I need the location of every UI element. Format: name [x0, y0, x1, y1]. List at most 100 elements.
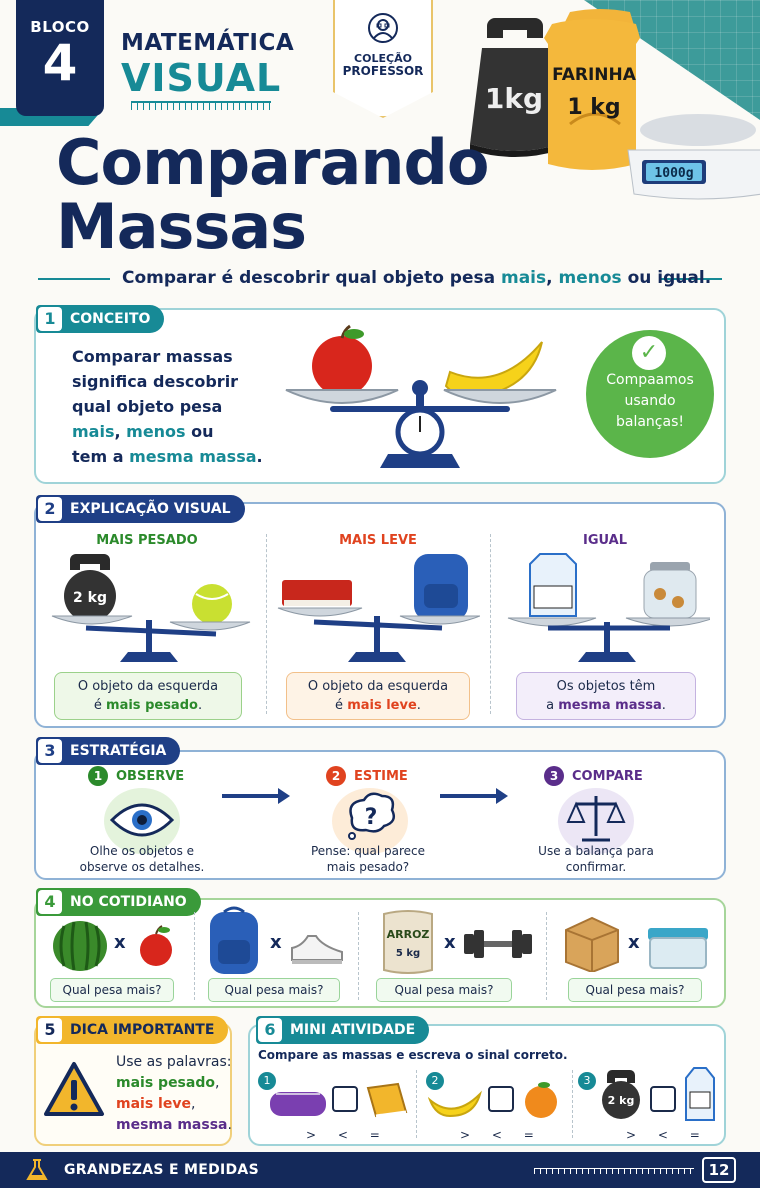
flask-icon — [26, 1159, 48, 1180]
eye-icon — [110, 803, 174, 837]
flour-weight: 1 kg — [567, 95, 620, 120]
balancas-bubble: ✓ Compaamos usando balanças! — [586, 330, 714, 458]
rice-label: ARROZ — [386, 928, 430, 941]
conceito-line3: qual objeto pesa — [72, 397, 223, 416]
backpack-icon — [210, 906, 258, 974]
balance-equal — [507, 553, 710, 662]
conceito-mais: mais — [72, 422, 115, 441]
caption-heavier-post: . — [197, 698, 203, 713]
section5-number: 5 — [38, 1018, 62, 1042]
caption-equal: Os objetos têm a mesma massa. — [516, 672, 696, 720]
dica-word1: mais pesado — [116, 1075, 215, 1091]
kettlebell-weight: 2 kg — [607, 1094, 635, 1107]
conceito-sep: , — [114, 422, 127, 441]
conceito-line1: Comparar massas — [72, 347, 233, 366]
question-pill: Qual pesa mais? — [50, 978, 174, 1002]
conceito-line2: significa descobrir — [72, 372, 239, 391]
col-heavier-head: MAIS PESADO — [96, 533, 198, 548]
section1-number: 1 — [38, 307, 62, 331]
banana-icon — [428, 1090, 482, 1118]
caption-heavier-line2: é mais pesado. — [55, 696, 241, 715]
sign-options-2: > < = — [460, 1128, 536, 1142]
bloco-number: 4 — [42, 34, 78, 92]
arrow-right-icon — [440, 788, 508, 804]
backpack-icon — [414, 554, 468, 620]
orange-icon — [525, 1082, 557, 1118]
caption-lighter-pre: é — [335, 698, 348, 713]
subtitle-text: Comparar é descobrir qual objeto pesa ma… — [122, 268, 711, 288]
divider — [194, 912, 195, 1000]
step1-number: 1 — [88, 766, 108, 786]
milk-carton-icon — [685, 1067, 715, 1121]
x-mark: x — [270, 932, 282, 953]
step2-number: 2 — [326, 766, 346, 786]
conceito-text: Comparar massas significa descobrir qual… — [72, 344, 263, 469]
section2-title: EXPLICAÇÃO VISUAL — [70, 501, 231, 517]
subtitle-arrow-right — [660, 278, 722, 280]
section5-tag: 5 DICA IMPORTANTE — [36, 1016, 229, 1044]
rice-weight: 5 kg — [395, 948, 421, 959]
caption-lighter-line2: é mais leve. — [287, 696, 469, 715]
section5-title: DICA IMPORTANTE — [70, 1022, 215, 1038]
x-mark: x — [628, 932, 640, 953]
banana-icon — [444, 341, 543, 398]
subtitle-pre: Comparar é descobrir qual objeto pesa — [122, 268, 501, 288]
question-pill: Qual pesa mais? — [376, 978, 512, 1002]
section4-title: NO COTIDIANO — [70, 894, 187, 910]
dica-word2: mais leve — [116, 1096, 191, 1112]
dica-line1: Use as palavras: — [116, 1054, 232, 1070]
caption-equal-pre: a — [546, 698, 559, 713]
footer: GRANDEZAS E MEDIDAS 12 — [0, 1152, 760, 1188]
caption-lighter: O objeto da esquerda é mais leve. — [286, 672, 470, 720]
divider — [572, 1070, 573, 1138]
header-illustration: 1kg FARINHA 1 kg 1000g — [470, 9, 760, 200]
dica-line2: mais pesado, — [116, 1073, 232, 1094]
item3-number: 3 — [578, 1072, 596, 1090]
conceito-tem: tem a — [72, 447, 130, 466]
divider — [546, 912, 547, 1000]
step2-line1: Pense: qual parece — [310, 844, 426, 858]
page-number: 12 — [702, 1157, 736, 1183]
answer-box-3[interactable] — [650, 1086, 676, 1112]
badge-line2: PROFESSOR — [342, 64, 424, 78]
section2-tag: 2 EXPLICAÇÃO VISUAL — [36, 495, 245, 523]
answer-box-1[interactable] — [332, 1086, 358, 1112]
step3-title: COMPARE — [572, 768, 643, 784]
section6-title: MINI ATIVIDADE — [290, 1022, 416, 1038]
kettlebell-2kg-icon — [602, 1070, 640, 1119]
apple-icon — [312, 324, 372, 396]
bubble-line3: balanças! — [616, 414, 684, 430]
thought-bubble-icon: ? — [348, 792, 395, 840]
divider — [266, 534, 267, 714]
section2-number: 2 — [38, 497, 62, 521]
sign-options-1: > < = — [306, 1128, 382, 1142]
tennis-ball-icon — [192, 584, 232, 624]
rice-bag-icon — [383, 910, 433, 974]
flour-label: FARINHA — [552, 65, 637, 85]
section4-number: 4 — [38, 890, 62, 914]
caption-lighter-line1: O objeto da esquerda — [307, 679, 449, 694]
kettlebell-weight: 2 kg — [73, 590, 107, 606]
section-mini-atividade — [248, 1024, 726, 1146]
subtitle-arrow-left — [38, 278, 110, 280]
step1-line1: Olhe os objetos e — [89, 844, 195, 858]
sign-options-3: > < = — [626, 1128, 702, 1142]
badge-line1: COLEÇÃO — [354, 52, 412, 65]
item2-number: 2 — [426, 1072, 444, 1090]
page-title-line2: Massas — [56, 190, 307, 263]
divider — [416, 1070, 417, 1138]
caption-equal-line1: Os objetos têm — [556, 679, 656, 694]
question-pill: Qual pesa mais? — [568, 978, 702, 1002]
caption-lighter-key: mais leve — [347, 698, 417, 713]
divider — [358, 912, 359, 1000]
svg-text:?: ? — [365, 805, 378, 830]
item1-number: 1 — [258, 1072, 276, 1090]
dica-comma2: , — [190, 1096, 196, 1112]
dica-line3: mais leve, — [116, 1094, 232, 1115]
answer-box-2[interactable] — [488, 1086, 514, 1112]
caption-heavier: O objeto da esquerda é mais pesado. — [54, 672, 242, 720]
conceito-mesma: mesma massa — [129, 447, 257, 466]
page-title-line1: Comparando — [56, 126, 489, 199]
